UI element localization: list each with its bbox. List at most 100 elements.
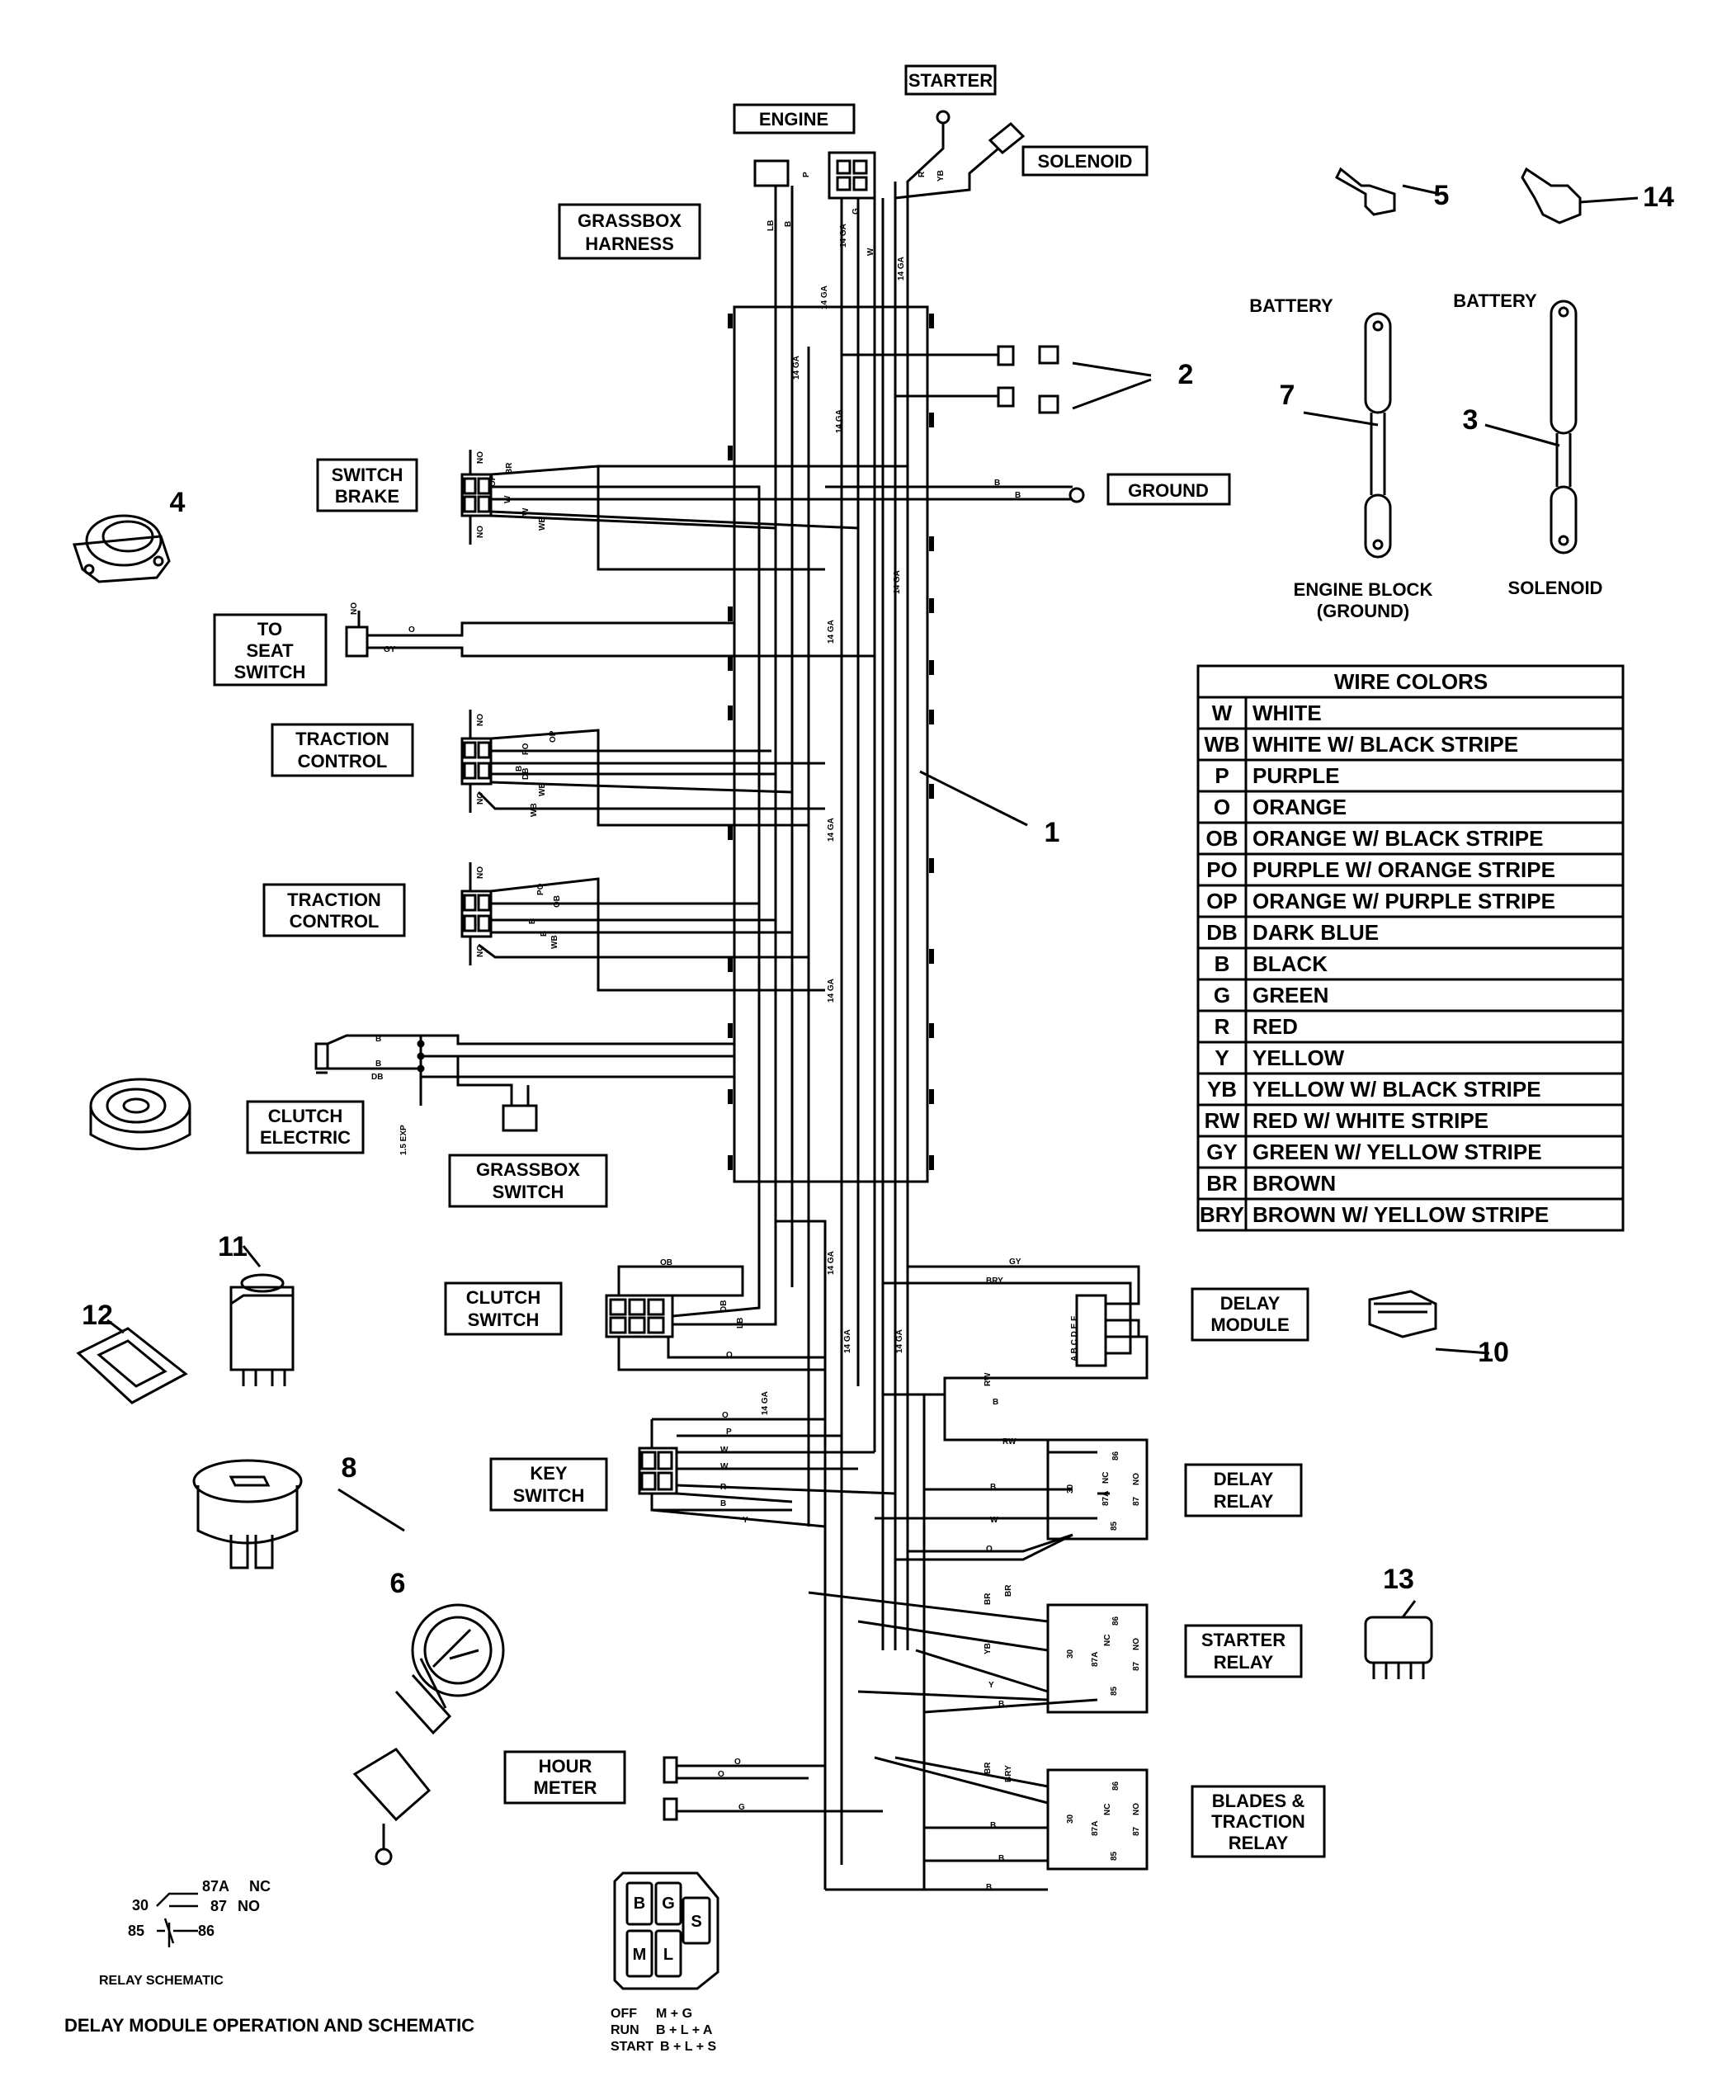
wire-tag: O	[726, 1351, 733, 1360]
schem-nc: NC	[249, 1878, 271, 1895]
module-pins-tag: A B C D E F	[1070, 1316, 1079, 1361]
wire-color-name: GREEN W/ YELLOW STRIPE	[1252, 1140, 1542, 1164]
wire-tag: B	[998, 1854, 1004, 1863]
schem-85: 85	[128, 1923, 144, 1939]
wire-tag: B	[998, 1700, 1004, 1709]
traction-control-1-label-2: CONTROL	[298, 751, 388, 772]
starter-label: STARTER	[908, 70, 993, 91]
relay-pin: NO	[1132, 1638, 1141, 1650]
wire-color-code: R	[1215, 1014, 1230, 1039]
wire-tag: PO	[536, 883, 545, 895]
traction-control-1-label-1: TRACTION	[295, 729, 389, 749]
wire-color-code: W	[1212, 701, 1233, 725]
key-combo-run: B + L + A	[656, 2023, 713, 2037]
callout-7-line	[1303, 411, 1379, 427]
wire-tag: WB	[538, 782, 547, 796]
wire-color-name: YELLOW	[1252, 1045, 1345, 1070]
wire-tag: W	[503, 495, 512, 503]
wire-tag: O	[722, 1411, 729, 1420]
wire-tag: GY	[1009, 1258, 1021, 1267]
relay-pin: 87A	[1091, 1652, 1100, 1667]
callout-11-line	[242, 1245, 262, 1267]
callout-10: 10	[1478, 1337, 1509, 1368]
delay-module	[883, 1265, 1149, 1442]
starter-relay-label-1: STARTER	[1201, 1630, 1285, 1650]
plug-terminal-m: M	[633, 1946, 647, 1964]
clutch-switch-label-1: CLUTCH	[466, 1287, 540, 1308]
terminal-boot-5-icon	[1335, 167, 1396, 216]
wire-tag: BR	[505, 462, 514, 474]
traction-2-connector	[460, 862, 825, 992]
wire-color-name: BLACK	[1252, 951, 1328, 976]
ground-label: GROUND	[1128, 480, 1209, 501]
grassbox-harness-label-2: HARNESS	[585, 234, 674, 254]
wire-color-code: PO	[1206, 857, 1238, 882]
wire-2-connectors	[842, 345, 1152, 414]
wire-tag: 1.5 EXP	[399, 1125, 408, 1155]
gauge-tag: 14 GA	[827, 979, 836, 1003]
gauge-tag: 14 GA	[820, 286, 829, 309]
traction-control-2-label-1: TRACTION	[287, 890, 381, 910]
wire-color-row	[1196, 1009, 1625, 1044]
wire-tag: BRY	[986, 1277, 1003, 1286]
callout-14: 14	[1643, 182, 1674, 213]
wire-tag: W	[720, 1446, 729, 1455]
key-switch-connector	[638, 1418, 896, 1528]
wire-tag: W	[990, 1516, 998, 1525]
terminal-boot-14-icon	[1521, 167, 1582, 224]
relay-pin: NC	[1103, 1804, 1112, 1815]
gauge-tag: 14 GA	[761, 1391, 770, 1415]
wire-color-code: YB	[1207, 1077, 1237, 1102]
wire-tag: NC	[476, 793, 485, 805]
relay-pin: 86	[1111, 1451, 1120, 1461]
wire-color-code: P	[1215, 763, 1229, 788]
wire-tag: LB	[767, 220, 776, 231]
wire-tag: G	[851, 208, 861, 215]
wire-tag: B	[986, 1883, 992, 1892]
callout-5-line	[1402, 184, 1441, 196]
wire-tag: W	[866, 248, 875, 256]
callout-10-line	[1435, 1347, 1490, 1355]
wire-tag: DB	[719, 1300, 729, 1312]
key-plug-drawing	[613, 1871, 719, 1990]
wire-tag: NO	[476, 526, 485, 538]
wire-tag: NO	[476, 714, 485, 726]
wire-color-code: G	[1214, 983, 1230, 1008]
wire-tag: P	[726, 1428, 732, 1437]
wire-tag: O	[718, 1770, 724, 1779]
relay-pin: NO	[1132, 1473, 1141, 1485]
wire-tag: DB	[521, 768, 531, 780]
callout-4: 4	[170, 487, 186, 518]
callout-1-line	[919, 770, 1028, 827]
wire-color-name: WHITE	[1252, 701, 1322, 725]
gauge-tag: 14 GA	[827, 818, 836, 842]
callout-2: 2	[1178, 359, 1194, 390]
wire-tag: YB	[936, 170, 946, 182]
wire-tag: DB	[371, 1073, 383, 1082]
wire-tag: RW	[1002, 1437, 1017, 1446]
gauge-tag: 14 GA	[827, 1251, 836, 1275]
wire-color-row	[1196, 1072, 1625, 1107]
blades-relay-label-2: TRACTION	[1211, 1811, 1305, 1832]
starter-relay-label-2: RELAY	[1214, 1652, 1274, 1673]
engine-label: ENGINE	[759, 109, 828, 130]
relay-pin: 85	[1110, 1686, 1119, 1696]
relay-pin: 86	[1111, 1616, 1120, 1626]
seat-switch-label-2: SEAT	[246, 640, 294, 661]
schem-30: 30	[132, 1897, 149, 1914]
wire-color-code: RW	[1205, 1108, 1240, 1133]
clutch-switch-connector	[605, 1155, 825, 1371]
wire-color-name: BROWN W/ YELLOW STRIPE	[1252, 1202, 1549, 1227]
wire-tag: OP	[488, 474, 498, 487]
wire-tag: Y	[988, 1681, 994, 1690]
callout-5: 5	[1434, 180, 1450, 211]
wire-color-code: BR	[1206, 1171, 1238, 1196]
battery-cable-7	[1364, 312, 1392, 559]
gauge-tag: 14 GA	[897, 257, 906, 281]
solenoid-bottom-label: SOLENOID	[1508, 578, 1603, 598]
alarm-4-icon	[72, 514, 171, 583]
wire-tag: OB	[553, 895, 562, 908]
engine-block-label-1: ENGINE BLOCK	[1294, 579, 1433, 600]
switch-brake-label-1: SWITCH	[332, 465, 403, 485]
wire-tag: YB	[984, 1643, 993, 1654]
